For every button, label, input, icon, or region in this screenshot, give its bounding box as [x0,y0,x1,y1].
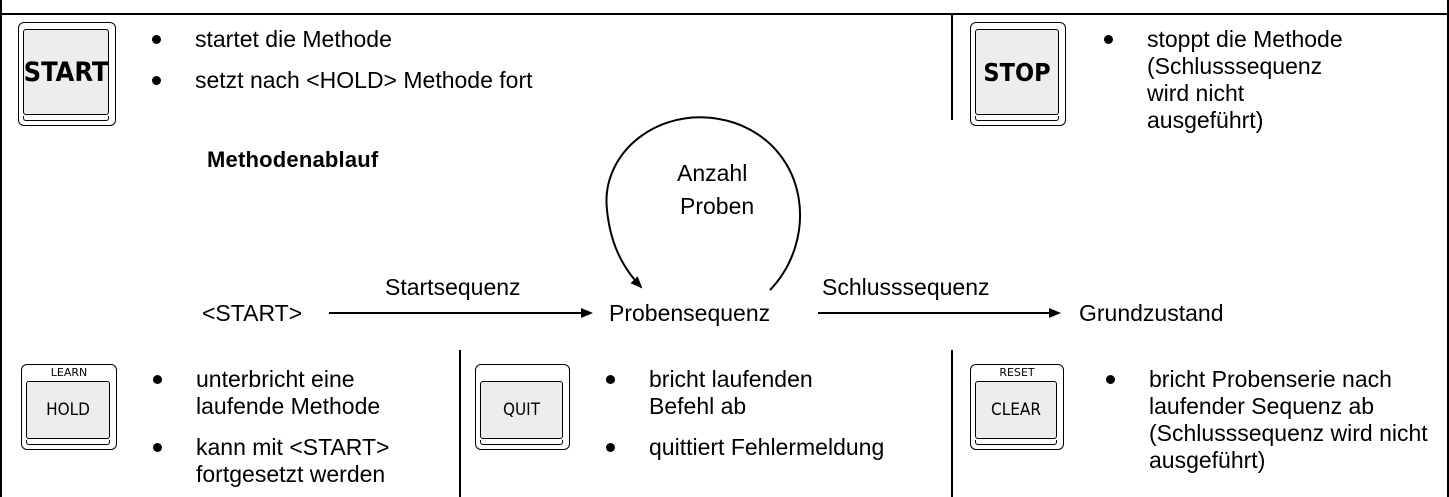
list-item: startet die Methode [152,26,712,53]
clear-key-face: CLEAR [975,381,1057,439]
outer-left-border [0,0,2,497]
stop-key-face: STOP [975,29,1059,115]
stop-bullet-list: stoppt die Methode (Schlusssequenz wird … [1104,26,1354,134]
flow-end-state: Grundzustand [1079,300,1224,326]
stop-key-label: STOP [983,57,1051,87]
hold-key-shift-label: LEARN [50,366,88,379]
top-section-divider [951,15,953,120]
clear-key-shift-label: RESET [999,366,1035,379]
hold-key-label: HOLD [46,400,90,420]
quit-key-face: QUIT [480,381,563,439]
start-key-edge [23,116,109,121]
loop-label-line2: Proben [680,193,755,219]
top-divider [0,13,1449,15]
bottom-divider-left [459,350,461,497]
end-sequence-label: Schlusssequenz [822,274,990,300]
list-item: kann mit <START> fortgesetzt werden [153,434,443,488]
start-key[interactable]: START [18,22,116,126]
list-item: quittiert Fehlermeldung [606,434,926,461]
list-item: bricht laufenden Befehl ab [606,366,849,420]
quit-key[interactable]: QUIT [475,364,570,450]
quit-bullet-list: bricht laufenden Befehl ab quittiert Feh… [606,366,926,461]
clear-key[interactable]: RESET CLEAR [970,364,1064,450]
list-item: stoppt die Methode (Schlusssequenz wird … [1104,26,1354,134]
start-sequence-label: Startsequenz [385,274,521,300]
clear-key-edge [975,440,1057,445]
sample-loop-arrow [605,116,801,291]
clear-bullet-list: bricht Probenserie nach laufender Sequen… [1106,366,1436,474]
start-key-label: START [23,56,109,88]
stop-key[interactable]: STOP [970,22,1066,126]
hold-bullet-list: unterbricht eine laufende Methode kann m… [153,366,443,488]
hold-key-face: HOLD [26,381,110,439]
quit-key-edge [480,440,563,445]
start-bullet-list: startet die Methode setzt nach <HOLD> Me… [152,26,712,94]
list-item: unterbricht eine laufende Methode [153,366,443,420]
flow-start-state: <START> [202,300,303,326]
loop-label-line1: Anzahl [677,160,748,186]
start-key-face: START [23,29,109,115]
hold-key[interactable]: LEARN HOLD [21,364,117,450]
list-item: bricht Probenserie nach laufender Sequen… [1106,366,1436,474]
list-item: setzt nach <HOLD> Methode fort [152,67,712,94]
bottom-divider-right [951,350,953,497]
clear-key-label: CLEAR [991,400,1041,420]
flow-heading: Methodenablauf [207,147,379,172]
stop-key-edge [975,116,1059,121]
quit-key-label: QUIT [502,400,541,420]
outer-right-border [1447,0,1449,497]
flow-sample-sequence: Probensequenz [609,300,771,326]
hold-key-edge [26,440,110,445]
